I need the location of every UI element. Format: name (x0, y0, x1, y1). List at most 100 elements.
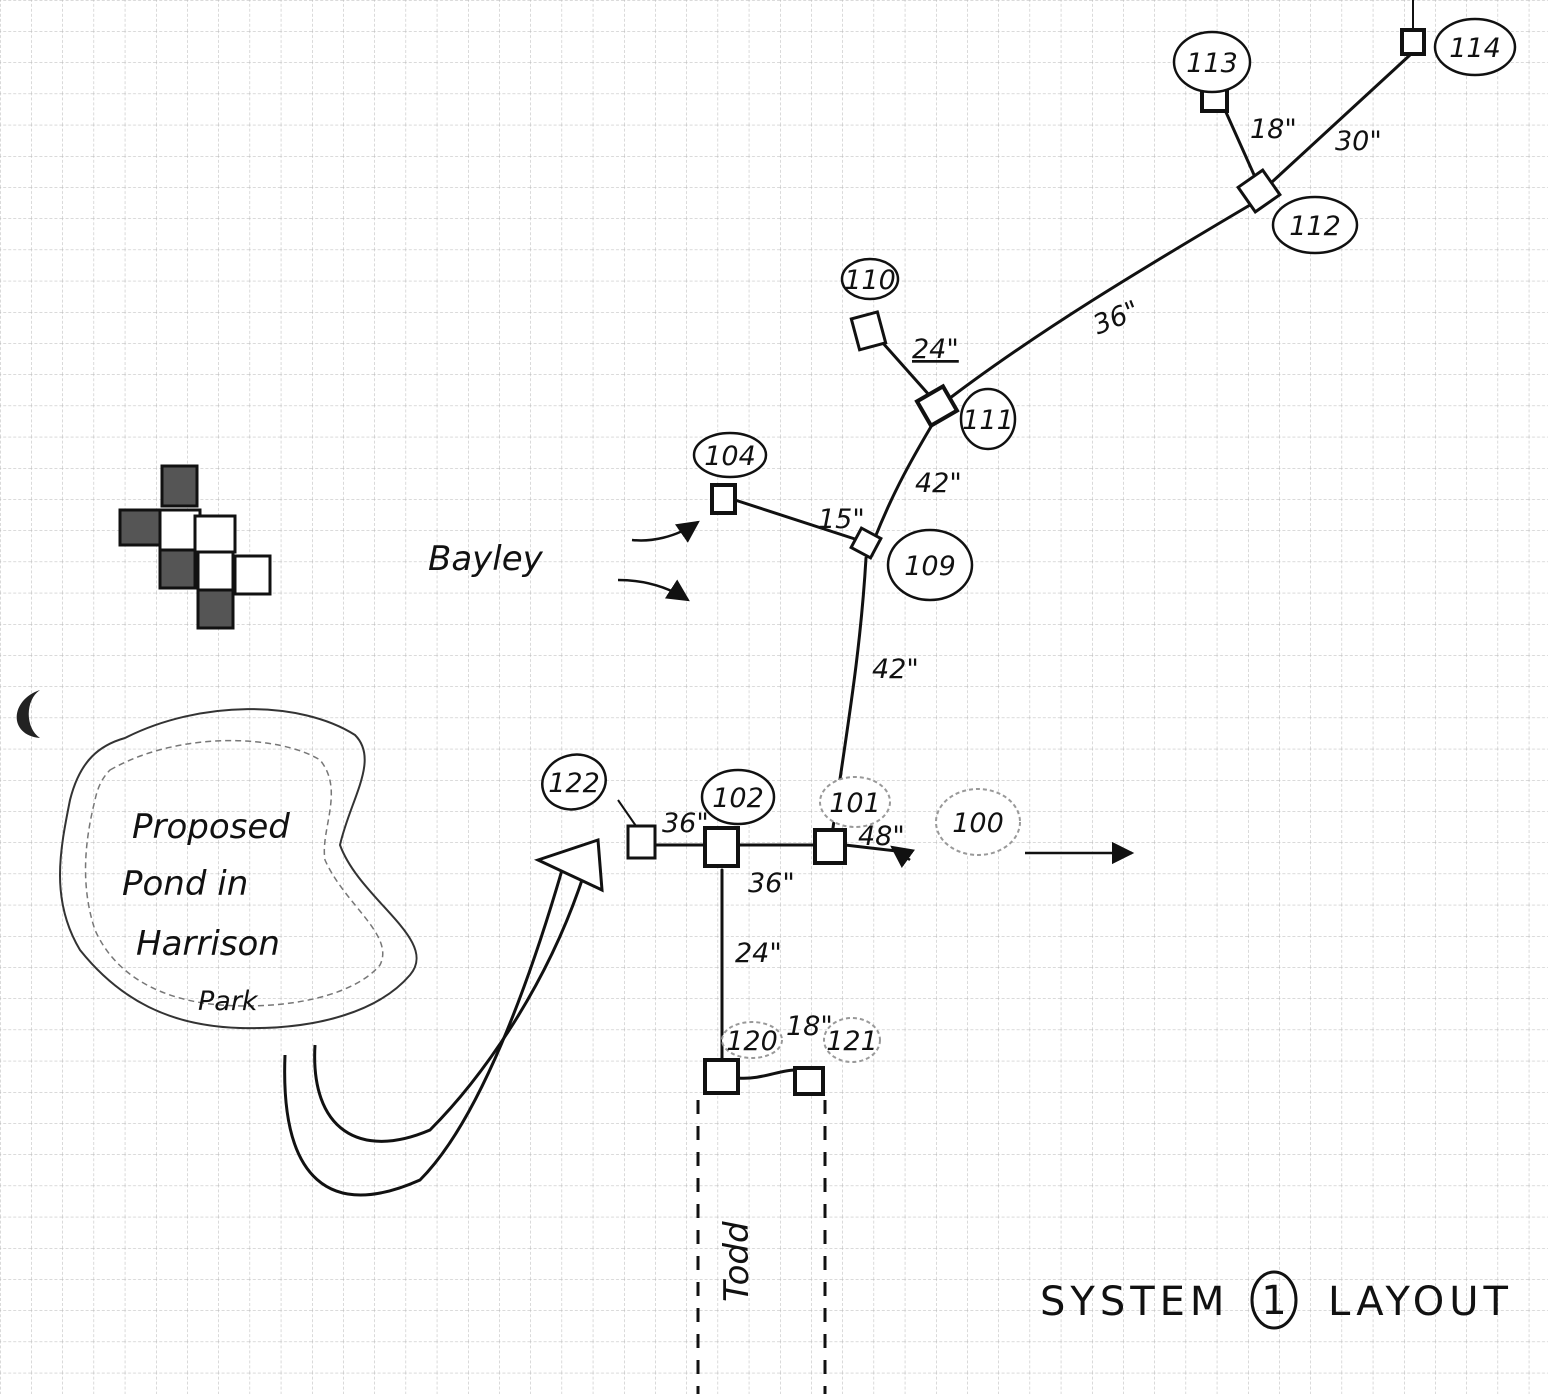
pipe-110-111 (880, 340, 932, 398)
pond-arrow-outer-stroke (283, 869, 564, 1197)
pond-arrow-inner-stroke (313, 879, 584, 1143)
structure-tag-101-oval (819, 776, 891, 828)
structure-label-109: 109 (904, 551, 956, 582)
pond-label-line-3: Harrison (136, 924, 280, 964)
structure-tag-112: 112 (1271, 195, 1359, 255)
structure-tag-112-oval (1271, 195, 1359, 255)
block-cell-3 (158, 508, 202, 552)
pipe-size-102-120: 24" (735, 938, 782, 969)
block-cell-5 (158, 548, 197, 590)
structure-tag-101: 101 (819, 776, 891, 828)
flow-arrow-bayley-upper (631, 520, 700, 543)
structure-tag-104: 104 (692, 431, 768, 479)
pipe-120-121 (736, 1068, 797, 1080)
edge-crescent-mark (16, 690, 40, 738)
structure-101-box (813, 828, 847, 865)
structure-labels: 122 102 101 100 104 109 110 111 (541, 0, 1517, 1063)
block-cell-7 (233, 554, 272, 596)
block-cell-4 (193, 514, 237, 554)
block-cell-1 (160, 464, 199, 508)
pond-outline-outer (59, 708, 418, 1030)
structure-tag-100: 100 (935, 788, 1021, 856)
road-todd (696, 1100, 827, 1394)
structure-label-100: 100 (952, 808, 1004, 839)
pond-label-line-1: Proposed (132, 807, 290, 847)
structure-label-120: 120 (726, 1026, 778, 1057)
structure-tag-120-oval (721, 1021, 783, 1059)
structure-tag-102-oval (700, 768, 776, 826)
block-cell-6 (196, 550, 235, 592)
pond-arrow-head (533, 837, 604, 893)
title-number: 1 (1261, 1278, 1286, 1324)
structure-122-box (626, 824, 657, 860)
structure-tag-109: 109 (886, 528, 974, 602)
title-suffix: LAYOUT (1328, 1279, 1513, 1325)
street-label-bayley: Bayley (428, 539, 544, 579)
structure-label-122: 122 (548, 768, 600, 799)
structure-tag-111-oval (959, 387, 1017, 451)
block-cell-8 (196, 588, 235, 630)
structure-label-113: 113 (1186, 48, 1238, 79)
pipe-network (653, 53, 1412, 1080)
structure-tag-122: 122 (541, 753, 637, 827)
pipe-size-102-101: 36" (748, 868, 795, 899)
pond-label-line-4: Park (198, 986, 259, 1017)
structure-tag-113: 113 (1172, 30, 1252, 94)
structure-tag-121: 121 (823, 1017, 881, 1063)
structure-label-114: 114 (1449, 33, 1501, 64)
pipe-104-109 (733, 498, 860, 542)
structure-112-box (1236, 168, 1282, 214)
structure-tag-114-oval (1433, 17, 1517, 77)
flow-arrow-100-to-101 (890, 845, 916, 868)
structure-104-box (710, 483, 737, 515)
pipe-size-120-121: 18" (786, 1011, 833, 1042)
structure-tag-110: 110 (840, 257, 900, 301)
pipe-size-100-101: 48" (858, 821, 905, 852)
pipe-size-112-113: 18" (1250, 114, 1297, 145)
flow-arrows (617, 520, 1135, 868)
structure-tag-111: 111 (959, 387, 1017, 451)
pipe-112-114 (1270, 53, 1412, 184)
pipe-size-122-102: 36" (662, 808, 709, 839)
structure-tag-120: 120 (721, 1021, 783, 1059)
structure-111-box (914, 383, 960, 429)
pond-connection-arrow (283, 837, 604, 1197)
structure-120-box (703, 1058, 740, 1095)
pipe-112-113 (1223, 108, 1257, 179)
block-cell-2 (118, 508, 162, 547)
pipe-size-101-109: 42" (872, 654, 919, 685)
title-number-circle (1250, 1270, 1298, 1330)
structure-tag-102: 102 (700, 768, 776, 826)
pond-label-line-2: Pond in (122, 864, 248, 904)
structure-tag-113-oval (1172, 30, 1252, 94)
road-label-todd: Todd (717, 1221, 757, 1302)
pipe-size-109-111: 42" (915, 468, 962, 499)
block-symbol (118, 464, 272, 630)
structure-tag-100-oval (935, 788, 1021, 856)
pipe-109-111 (872, 418, 937, 542)
structure-tag-104-oval (692, 431, 768, 479)
pipe-111-112 (948, 203, 1252, 400)
structure-label-112: 112 (1289, 211, 1341, 242)
structure-tag-109-oval (886, 528, 974, 602)
structure-label-102: 102 (712, 783, 764, 814)
structure-boxes (626, 28, 1426, 1096)
proposed-pond: Proposed Pond in Harrison Park (59, 708, 418, 1030)
structure-tag-114: 114 (1412, 0, 1517, 77)
structure-label-111: 111 (962, 405, 1014, 436)
structure-tag-122-oval (541, 753, 607, 811)
structure-label-104: 104 (704, 441, 756, 472)
structure-label-101: 101 (829, 788, 881, 819)
structure-110-box (849, 310, 888, 352)
structure-102-box (703, 826, 740, 868)
structure-label-121: 121 (826, 1026, 878, 1057)
structure-tag-121-oval (823, 1017, 881, 1063)
pond-outline-inner (84, 739, 384, 1007)
structure-label-110: 110 (844, 265, 896, 296)
structure-tag-122-leader (617, 799, 637, 827)
pipe-size-110-111: 24" (912, 334, 959, 365)
structure-109-box (849, 526, 883, 560)
sheet-title: SYSTEM 1 LAYOUT (1040, 1270, 1513, 1330)
